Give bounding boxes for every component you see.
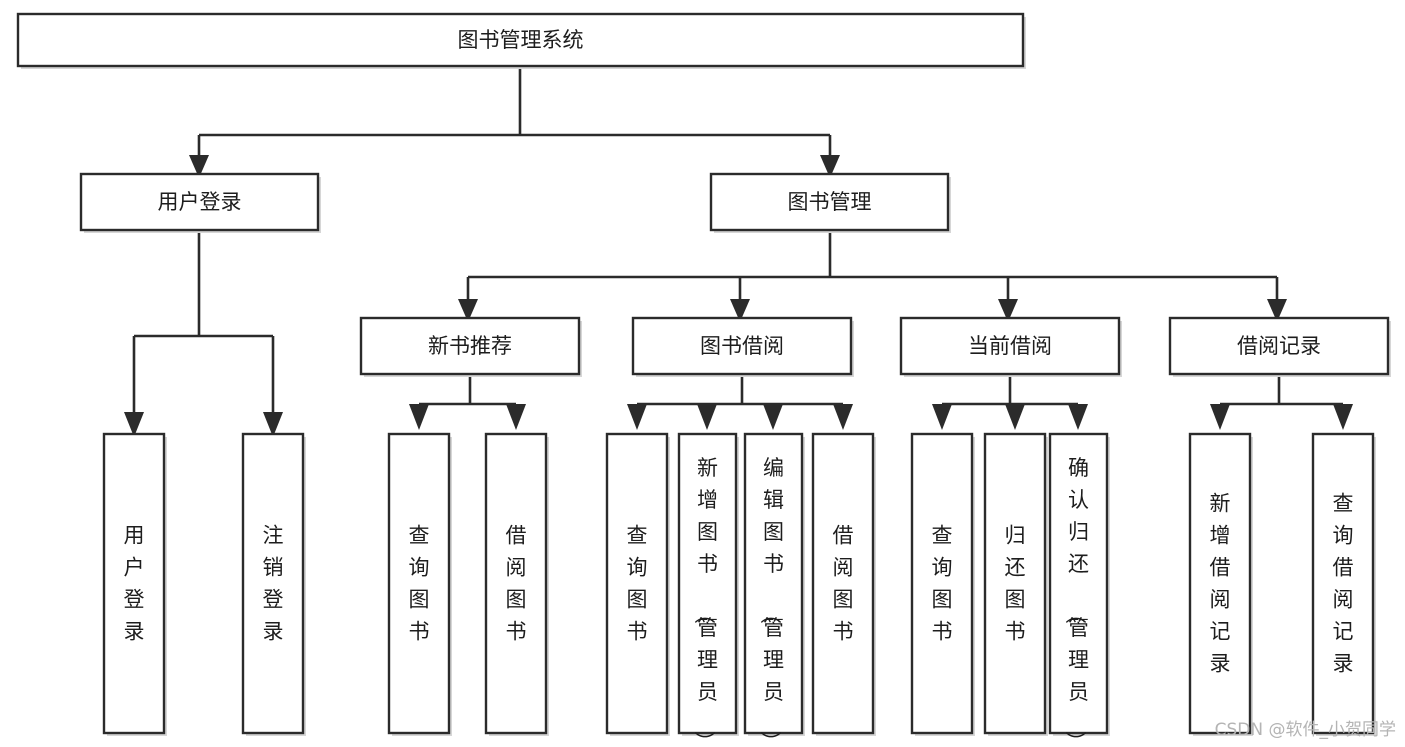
arrow-to-new-book-recommend — [458, 299, 478, 322]
arrow-to-leaf-user-login — [124, 412, 144, 437]
node-rect[interactable] — [983, 432, 1047, 735]
arrow-to-book-manage — [820, 155, 840, 178]
node-book-borrow[interactable]: 图书借阅 — [631, 316, 854, 377]
node-leaf-borrow-book-1[interactable]: 借阅图书 — [484, 432, 549, 736]
node-label: 编辑图书（管理员） — [758, 456, 784, 747]
node-new-book-recommend[interactable]: 新书推荐 — [359, 316, 582, 377]
arrow-to-book-borrow — [730, 299, 750, 322]
node-rect[interactable] — [605, 432, 669, 735]
node-leaf-confirm-return[interactable]: 确认归还（管理员） — [1048, 432, 1110, 747]
node-leaf-query-record[interactable]: 查询借阅记录 — [1311, 432, 1376, 736]
arrow-to-leaf-query-book-1 — [409, 404, 429, 430]
arrow-to-leaf-edit-book — [763, 404, 783, 430]
node-label: 归还图书 — [1005, 524, 1026, 644]
node-rect[interactable] — [1168, 316, 1390, 376]
node-label: 当前借阅 — [968, 334, 1052, 358]
arrow-to-user-login — [189, 155, 209, 178]
node-rect[interactable] — [899, 316, 1121, 376]
node-rect[interactable] — [241, 432, 305, 735]
node-label: 图书借阅 — [700, 334, 784, 358]
node-label: 借阅记录 — [1237, 334, 1321, 358]
node-label: 查询图书 — [409, 524, 430, 644]
node-rect[interactable] — [709, 172, 950, 232]
arrow-to-leaf-query-book-2 — [627, 404, 647, 430]
arrow-to-current-borrow — [998, 299, 1018, 322]
node-rect[interactable] — [1048, 432, 1109, 735]
node-leaf-user-logout[interactable]: 注销登录 — [241, 432, 306, 736]
arrow-to-leaf-add-book — [697, 404, 717, 430]
node-rect[interactable] — [1311, 432, 1375, 735]
node-label: 用户登录 — [124, 524, 145, 644]
node-user-login[interactable]: 用户登录 — [79, 172, 321, 233]
node-label: 查询借阅记录 — [1333, 492, 1354, 676]
arrow-to-leaf-add-record — [1210, 404, 1230, 430]
node-label: 借阅图书 — [506, 524, 527, 644]
node-label: 用户登录 — [158, 190, 242, 214]
arrow-to-leaf-user-logout — [263, 412, 283, 437]
node-label: 新增图书（管理员） — [692, 456, 718, 747]
node-rect[interactable] — [910, 432, 974, 735]
node-leaf-add-book[interactable]: 新增图书（管理员） — [677, 432, 739, 747]
node-label: 查询图书 — [932, 524, 953, 644]
arrow-to-leaf-borrow-book-2 — [833, 404, 853, 430]
node-leaf-query-book-2[interactable]: 查询图书 — [605, 432, 670, 736]
watermark-text: CSDN @软件_小贺同学 — [1215, 720, 1396, 740]
arrow-to-leaf-query-record — [1333, 404, 1353, 430]
node-layer: 图书管理系统用户登录图书管理新书推荐图书借阅当前借阅借阅记录用户登录注销登录查询… — [16, 12, 1391, 747]
node-label: 借阅图书 — [833, 524, 854, 644]
node-rect[interactable] — [79, 172, 320, 232]
arrowhead-layer — [124, 155, 1353, 437]
node-label: 图书管理系统 — [458, 28, 584, 52]
node-root[interactable]: 图书管理系统 — [16, 12, 1026, 69]
node-label: 新书推荐 — [428, 334, 512, 358]
node-rect[interactable] — [387, 432, 451, 735]
node-rect[interactable] — [359, 316, 581, 376]
node-label: 新增借阅记录 — [1210, 492, 1231, 676]
arrow-to-borrow-record — [1267, 299, 1287, 322]
arrow-to-leaf-confirm-return — [1068, 404, 1088, 430]
node-rect[interactable] — [631, 316, 853, 376]
arrow-to-leaf-query-book-3 — [932, 404, 952, 430]
node-book-manage[interactable]: 图书管理 — [709, 172, 951, 233]
node-label: 确认归还（管理员） — [1063, 456, 1089, 747]
node-borrow-record[interactable]: 借阅记录 — [1168, 316, 1391, 377]
node-rect[interactable] — [743, 432, 804, 735]
node-current-borrow[interactable]: 当前借阅 — [899, 316, 1122, 377]
node-rect[interactable] — [102, 432, 166, 735]
node-leaf-add-record[interactable]: 新增借阅记录 — [1188, 432, 1253, 736]
node-leaf-return-book[interactable]: 归还图书 — [983, 432, 1048, 736]
node-label: 查询图书 — [627, 524, 648, 644]
node-leaf-user-login[interactable]: 用户登录 — [102, 432, 167, 736]
node-rect[interactable] — [677, 432, 738, 735]
node-rect[interactable] — [811, 432, 875, 735]
node-rect[interactable] — [16, 12, 1025, 68]
arrow-to-leaf-return-book — [1005, 404, 1025, 430]
node-rect[interactable] — [1188, 432, 1252, 735]
node-leaf-edit-book[interactable]: 编辑图书（管理员） — [743, 432, 805, 747]
node-leaf-borrow-book-2[interactable]: 借阅图书 — [811, 432, 876, 736]
node-leaf-query-book-3[interactable]: 查询图书 — [910, 432, 975, 736]
node-leaf-query-book-1[interactable]: 查询图书 — [387, 432, 452, 736]
arrow-to-leaf-borrow-book-1 — [506, 404, 526, 430]
node-rect[interactable] — [484, 432, 548, 735]
node-label: 注销登录 — [263, 524, 284, 644]
node-label: 图书管理 — [788, 190, 872, 214]
